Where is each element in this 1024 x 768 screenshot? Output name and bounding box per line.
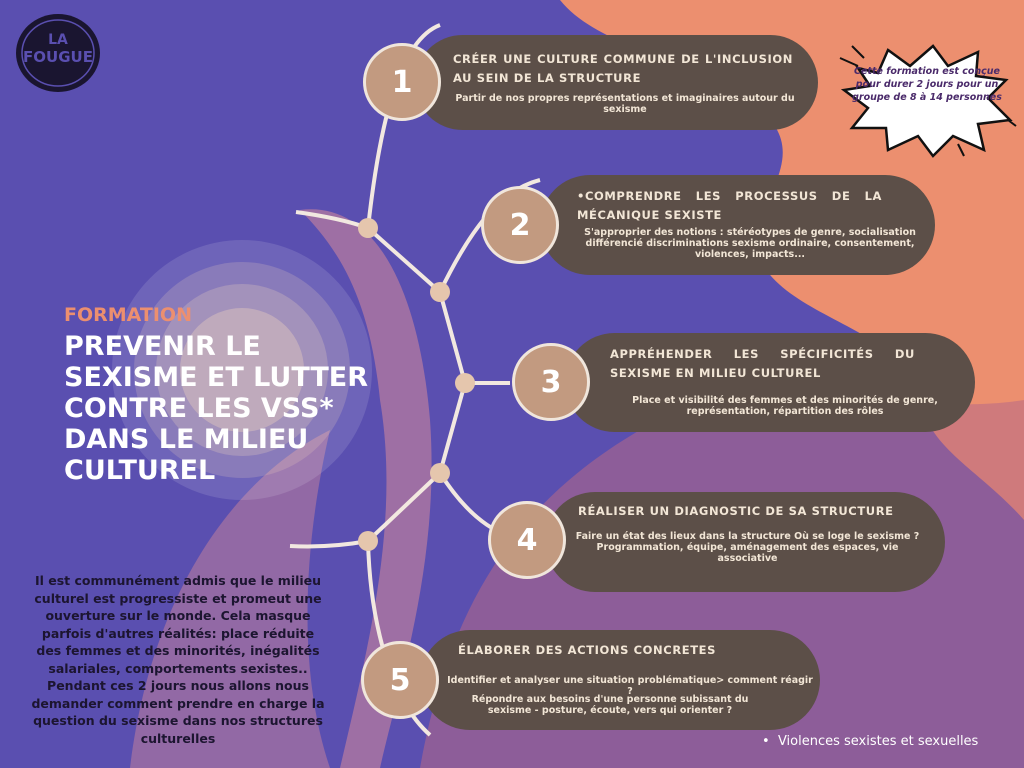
step-heading: APPRÉHENDER LES SPÉCIFICITÉS DU SEXISME … — [610, 347, 915, 380]
step-5-card: ÉLABORER DES ACTIONS CONCRETES Identifie… — [420, 630, 820, 730]
step-heading: ÉLABORER DES ACTIONS CONCRETES — [458, 643, 717, 657]
step-description: Place et visibilité des femmes et des mi… — [632, 395, 938, 417]
duration-callout: Cette formation est conçue pour durer 2 … — [852, 66, 1002, 103]
step-description: Identifier et analyser une situation pro… — [447, 675, 813, 697]
la-fougue-logo: LA FOUGUE — [16, 14, 100, 92]
step-4-number: 4 — [488, 501, 566, 579]
svg-text:FOUGUE: FOUGUE — [23, 48, 93, 66]
step-1-card: CRÉER UNE CULTURE COMMUNE DE L'INCLUSION… — [415, 35, 818, 130]
step-description: Partir de nos propres représentations et… — [455, 93, 795, 115]
step-3-number: 3 — [512, 343, 590, 421]
step-3-card: APPRÉHENDER LES SPÉCIFICITÉS DU SEXISME … — [565, 333, 975, 432]
footnote: • Violences sexistes et sexuelles — [762, 734, 979, 749]
svg-text:LA: LA — [48, 32, 68, 48]
step-2-card: •COMPRENDRE LES PROCESSUS DE LA MÉCANIQU… — [540, 175, 935, 275]
step-4-card: RÉALISER UN DIAGNOSTIC DE SA STRUCTURE F… — [545, 492, 945, 592]
step-description: S'approprier des notions : stéréotypes d… — [584, 227, 916, 260]
step-5-number: 5 — [361, 641, 439, 719]
step-heading: •COMPRENDRE LES PROCESSUS DE LA MÉCANIQU… — [577, 189, 882, 222]
step-description-2: Répondre aux besoins d'une personne subi… — [471, 694, 749, 716]
intro-text: Il est communément admis que le milieu c… — [31, 573, 325, 746]
step-description: Faire un état des lieux dans la structur… — [575, 531, 920, 564]
step-2-number: 2 — [481, 186, 559, 264]
starburst-callout-shape — [839, 44, 1017, 158]
step-heading: CRÉER UNE CULTURE COMMUNE DE L'INCLUSION… — [453, 52, 793, 85]
title-main: PREVENIR LE SEXISME ET LUTTER CONTRE LES… — [64, 331, 369, 486]
step-1-number: 1 — [363, 43, 441, 121]
footnote-text: Violences sexistes et sexuelles — [777, 734, 979, 749]
page-title: FORMATION PREVENIR LE SEXISME ET LUTTER … — [64, 300, 394, 486]
step-heading: RÉALISER UN DIAGNOSTIC DE SA STRUCTURE — [578, 504, 894, 518]
title-kicker: FORMATION — [64, 304, 192, 326]
